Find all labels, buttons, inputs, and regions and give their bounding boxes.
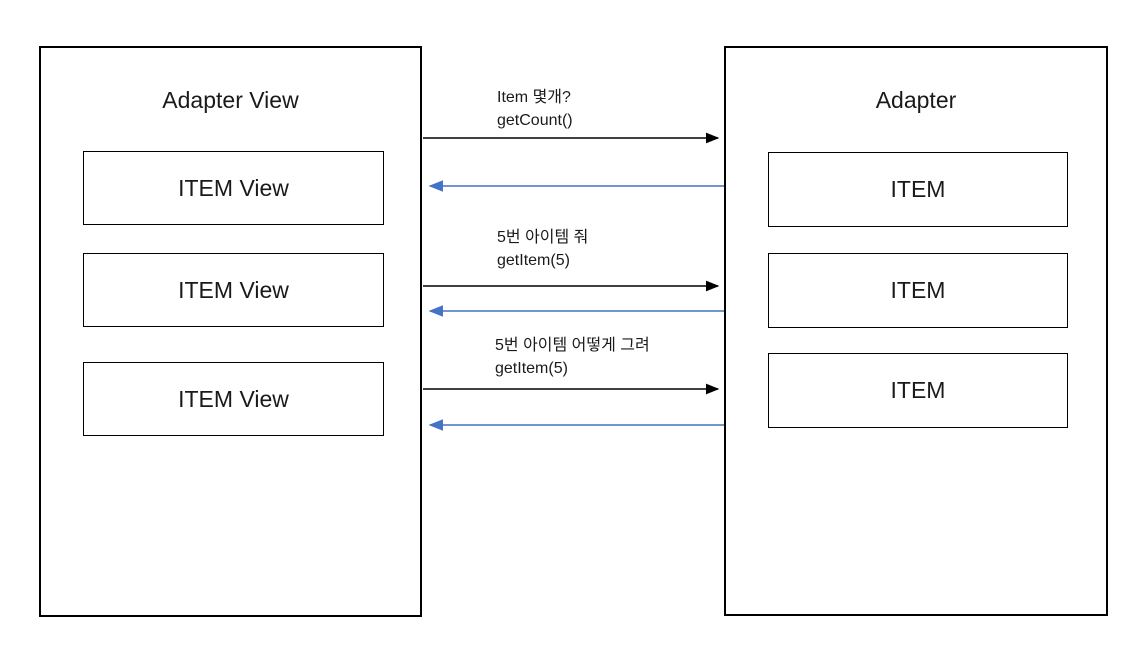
message-1-question: Item 몇개? xyxy=(497,89,571,106)
item-view-box-2: ITEM View xyxy=(83,253,384,327)
message-1-method: getCount() xyxy=(497,112,573,129)
message-label-3: 5번 아이템 어떻게 그려 getItem(5) xyxy=(495,334,650,380)
item-label-2: ITEM xyxy=(890,277,946,303)
item-box-1: ITEM xyxy=(768,152,1068,227)
message-label-1: Item 몇개? getCount() xyxy=(497,86,573,132)
adapter-view-title: Adapter View xyxy=(162,87,299,113)
item-box-3: ITEM xyxy=(768,353,1068,428)
item-view-label-1: ITEM View xyxy=(178,174,289,201)
item-label-1: ITEM xyxy=(890,176,946,202)
message-2-question: 5번 아이템 줘 xyxy=(497,229,589,246)
item-label-3: ITEM xyxy=(890,377,946,403)
adapter-panel: Adapter ITEM ITEM ITEM xyxy=(724,46,1108,616)
message-label-2: 5번 아이템 줘 getItem(5) xyxy=(497,226,588,272)
item-view-box-3: ITEM View xyxy=(83,362,384,436)
message-2-method: getItem(5) xyxy=(497,252,570,269)
message-3-question: 5번 아이템 어떻게 그려 xyxy=(495,337,650,354)
adapter-title: Adapter xyxy=(875,87,957,113)
item-view-box-1: ITEM View xyxy=(83,151,384,225)
message-3-method: getItem(5) xyxy=(495,360,568,377)
item-view-label-3: ITEM View xyxy=(178,385,289,412)
adapter-view-panel: Adapter View ITEM View ITEM View ITEM Vi… xyxy=(39,46,422,617)
item-view-label-2: ITEM View xyxy=(178,276,289,303)
item-box-2: ITEM xyxy=(768,253,1068,328)
